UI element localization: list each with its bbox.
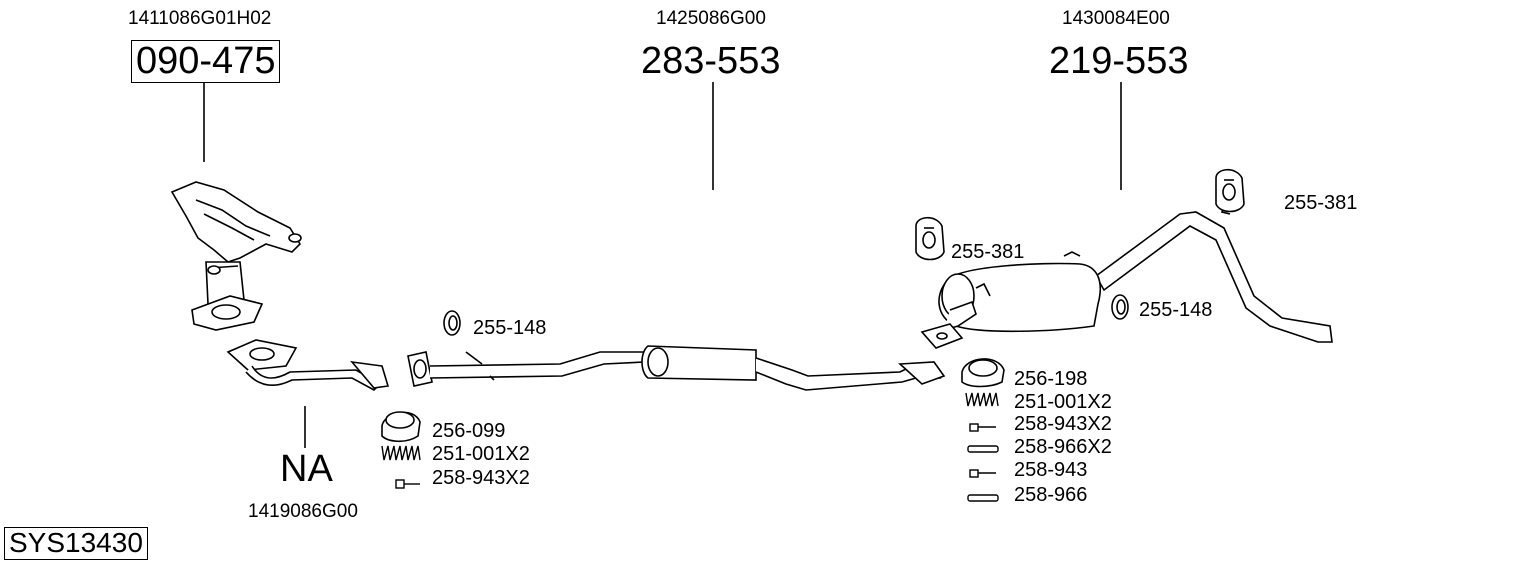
fitting-label: 256-198 xyxy=(1014,368,1088,390)
gasket-icon xyxy=(961,358,1005,388)
stud-icon xyxy=(967,445,999,453)
part-number-middle: 283-553 xyxy=(641,40,781,82)
bolt-icon xyxy=(969,469,996,478)
part-number-rear: 219-553 xyxy=(1049,40,1189,82)
ring-icon xyxy=(443,310,461,336)
stud-icon xyxy=(967,494,999,502)
fitting-label: 258-966 xyxy=(1014,484,1088,506)
fitting-label: 258-966X2 xyxy=(1014,436,1112,458)
oem-number-rear: 1430084E00 xyxy=(1062,8,1170,29)
fitting-label: 255-381 xyxy=(1284,192,1358,214)
oem-number-front-pipe: 1419086G00 xyxy=(248,501,358,522)
fitting-label: 255-148 xyxy=(1139,299,1213,321)
oem-number-middle: 1425086G00 xyxy=(656,8,766,29)
bolt-icon xyxy=(395,479,420,489)
spring-icon xyxy=(965,392,999,407)
part-number-manifold: 090-475 xyxy=(131,40,281,83)
fitting-label: 256-099 xyxy=(432,420,506,442)
fitting-label: 258-943 xyxy=(1014,459,1088,481)
fitting-label: 255-148 xyxy=(473,317,547,339)
manifold-drawing xyxy=(170,181,302,331)
gasket-icon xyxy=(381,411,421,443)
bolt-icon xyxy=(969,423,996,432)
front-pipe-drawing xyxy=(226,339,390,391)
fitting-label: 251-001X2 xyxy=(432,443,530,465)
system-code: SYS13430 xyxy=(4,527,148,560)
rubber-mount-icon xyxy=(1215,168,1245,213)
rear-silencer-drawing xyxy=(920,199,1333,349)
middle-pipe-drawing xyxy=(407,345,946,391)
ring-icon xyxy=(1111,294,1129,320)
fitting-label: 255-381 xyxy=(951,241,1025,263)
spring-icon xyxy=(381,445,421,461)
part-number-front-pipe: NA xyxy=(280,448,333,490)
fitting-label: 258-943X2 xyxy=(1014,413,1112,435)
rubber-mount-icon xyxy=(915,216,945,261)
fitting-label: 258-943X2 xyxy=(432,467,530,489)
fitting-label: 251-001X2 xyxy=(1014,391,1112,413)
oem-number-manifold: 1411086G01H02 xyxy=(128,8,272,29)
